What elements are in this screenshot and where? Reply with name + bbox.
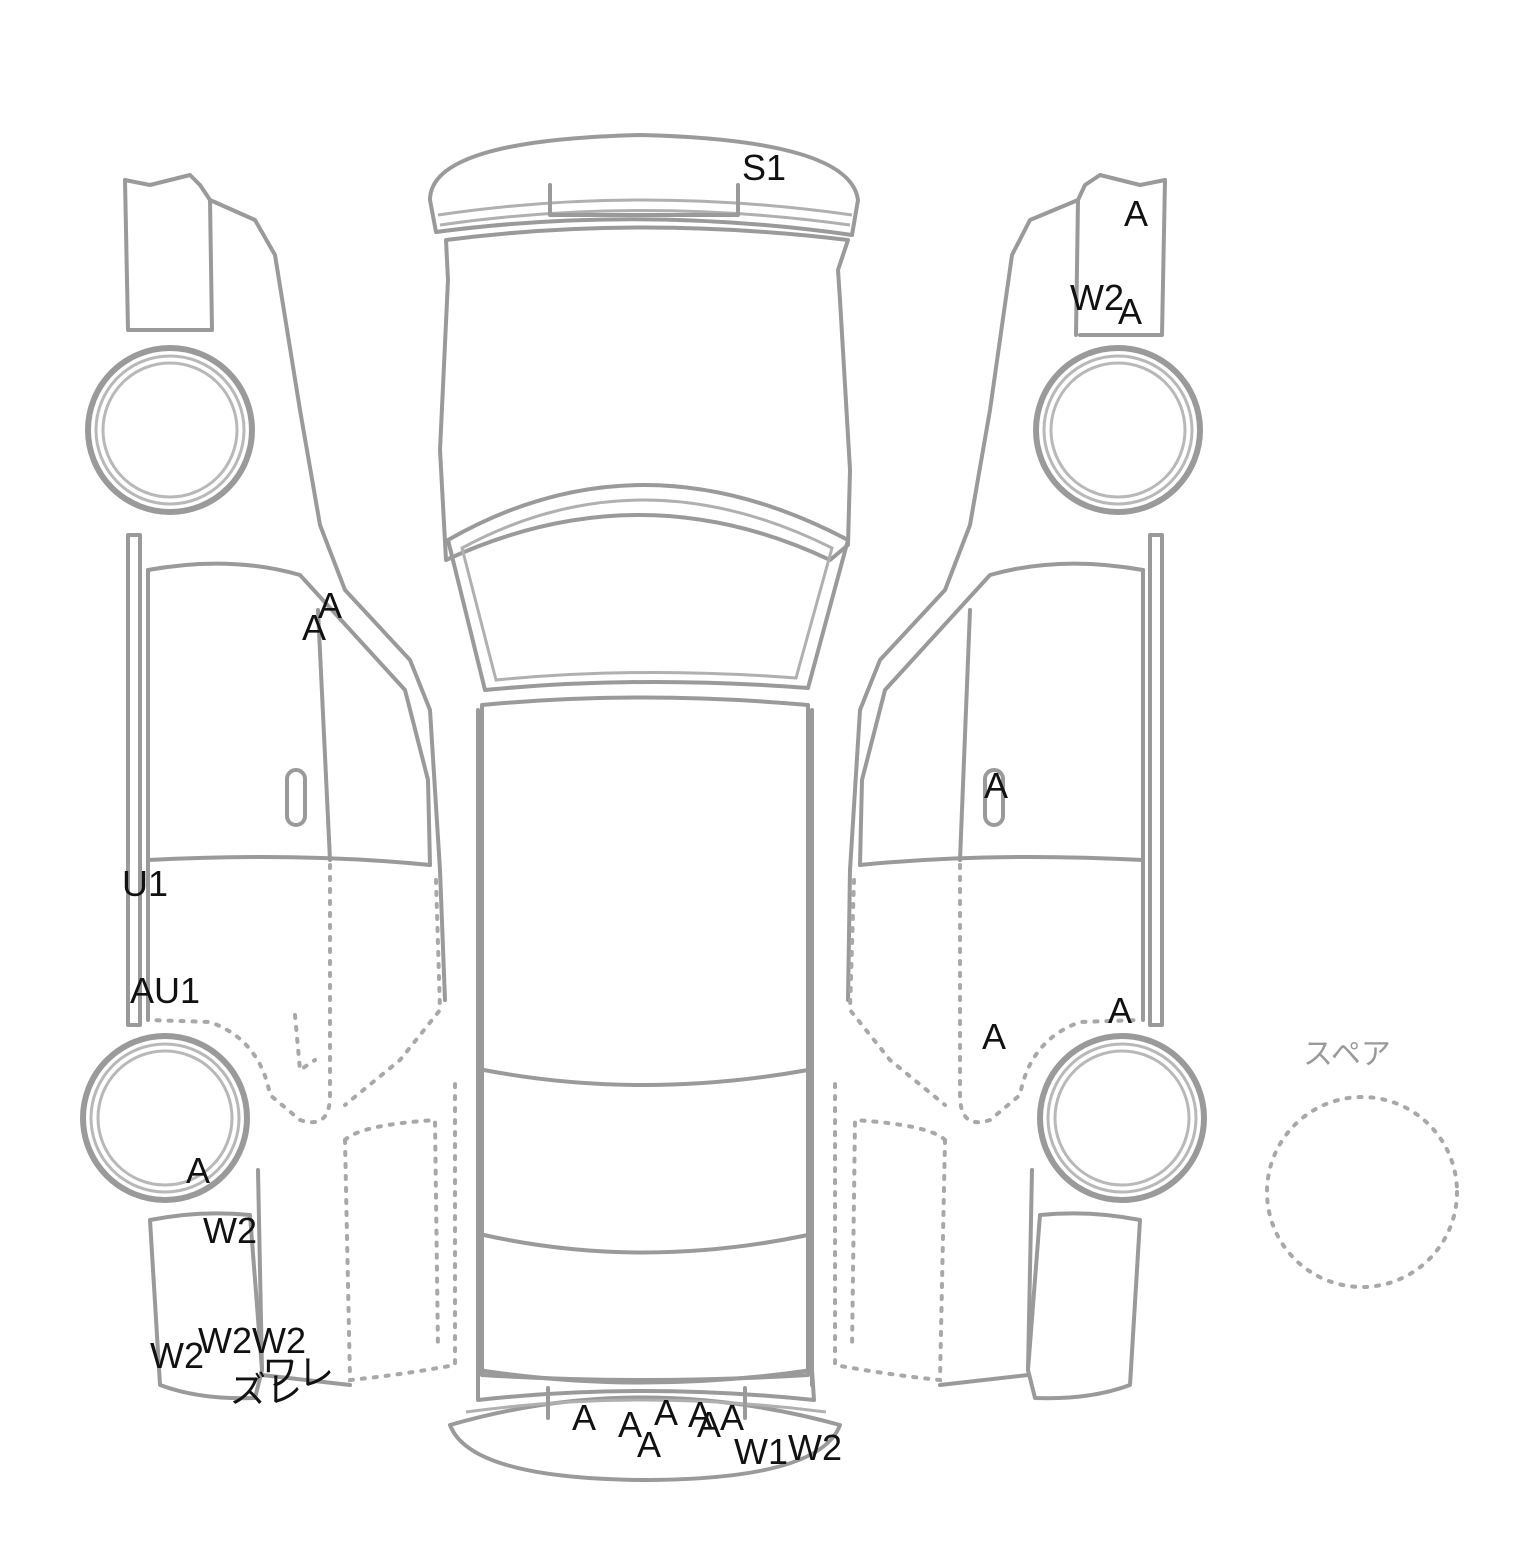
right-side-car (833, 173, 1207, 1401)
damage-mark: W2 (788, 1427, 842, 1468)
damage-mark: AU1 (130, 970, 201, 1011)
damage-mark: A (654, 1392, 679, 1433)
damage-mark: A (572, 1397, 597, 1438)
damage-mark: A (618, 1404, 643, 1445)
damage-mark: A (1124, 193, 1149, 234)
damage-mark: A (186, 1150, 211, 1191)
damage-mark: A (982, 1016, 1007, 1057)
damage-mark: W2 (203, 1210, 257, 1251)
damage-mark: A (302, 607, 327, 648)
damage-mark: W2 (252, 1320, 306, 1361)
damage-mark: A (720, 1397, 745, 1438)
damage-mark: ワレ (262, 1352, 335, 1393)
damage-mark: A (688, 1394, 713, 1435)
damage-mark: A (984, 765, 1009, 806)
damage-mark: W2 (150, 1335, 204, 1376)
damage-mark: U1 (122, 863, 169, 904)
left-side-car (80, 173, 457, 1401)
damage-mark: W2 (198, 1320, 252, 1361)
damage-mark: W1 (734, 1431, 788, 1472)
damage-mark: S1 (742, 147, 787, 188)
spare-tire-label: スペア (1303, 1037, 1391, 1072)
damage-mark: A (1108, 990, 1133, 1031)
damage-mark: ズレ (230, 1369, 303, 1410)
damage-mark: W2 (1070, 277, 1124, 318)
damage-mark: A (318, 585, 343, 626)
spare-tire-outline (1265, 1095, 1459, 1289)
top-view-car (428, 133, 860, 1482)
damage-mark: A (1118, 291, 1143, 332)
damage-mark: A (697, 1404, 722, 1445)
damage-mark: A (637, 1424, 662, 1465)
